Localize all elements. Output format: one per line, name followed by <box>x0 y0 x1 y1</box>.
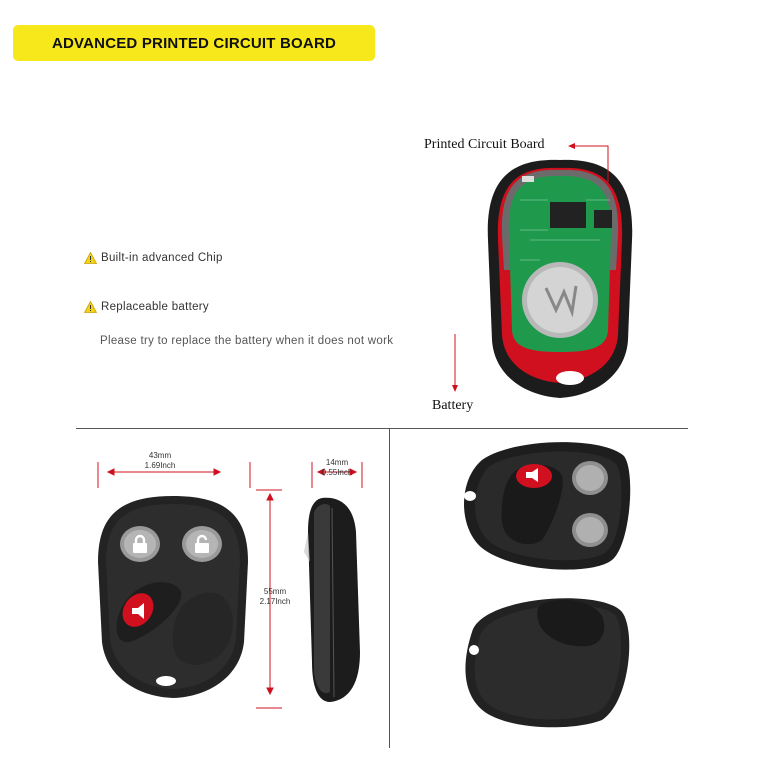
section-divider-horizontal <box>76 428 688 429</box>
side-remote-image <box>304 497 360 702</box>
feature-chip: Built-in advanced Chip <box>84 252 223 264</box>
back-remote-image <box>465 598 630 728</box>
banner-title: ADVANCED PRINTED CIRCUIT BOARD <box>13 25 375 61</box>
battery-note: Please try to replace the battery when i… <box>100 335 394 347</box>
feature-chip-label: Built-in advanced Chip <box>101 252 223 264</box>
lock-icon <box>133 534 147 553</box>
height-mm: 55mm <box>263 587 287 596</box>
section-divider-vertical <box>389 428 390 748</box>
feature-battery-label: Replaceable battery <box>101 301 209 313</box>
height-in: 2.17Inch <box>259 597 291 606</box>
thickness-in: 0.55Inch <box>321 468 353 477</box>
horn-icon <box>132 603 144 619</box>
angled-remote-image <box>464 442 631 570</box>
width-mm: 43mm <box>148 451 172 460</box>
dimension-lines <box>97 462 363 709</box>
front-remote-image <box>98 496 248 698</box>
pcb-callout: Printed Circuit Board <box>424 137 545 152</box>
feature-battery: Replaceable battery <box>84 301 209 313</box>
callout-arrows <box>452 143 609 392</box>
warning-icon <box>84 301 97 313</box>
pcb-remote-image <box>487 159 633 398</box>
battery-callout: Battery <box>432 398 474 413</box>
warning-icon <box>84 252 97 264</box>
height-dimension: 55mm 2.17Inch <box>250 587 300 607</box>
width-in: 1.69Inch <box>144 461 176 470</box>
width-dimension: 43mm 1.69Inch <box>130 451 190 471</box>
unlock-icon <box>195 534 209 553</box>
thickness-dimension: 14mm 0.55Inch <box>312 458 362 478</box>
thickness-mm: 14mm <box>325 458 349 467</box>
